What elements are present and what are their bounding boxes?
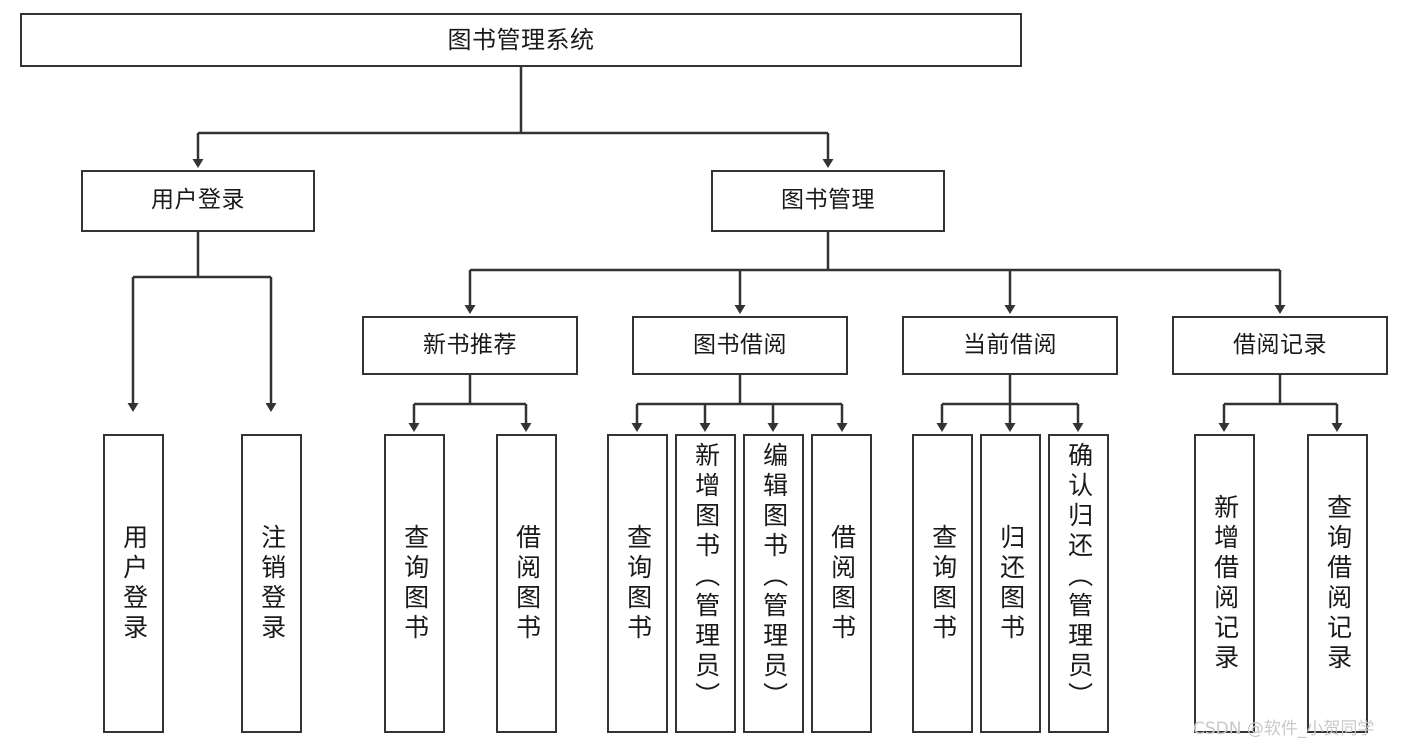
leaf-bb-add-book-admin[interactable]: 新增图书（管理员） bbox=[675, 434, 736, 733]
node-label: 查询图书 bbox=[623, 523, 653, 644]
leaf-cb-confirm-return-admin[interactable]: 确认归还（管理员） bbox=[1048, 434, 1109, 733]
node-label: 新增图书（管理员） bbox=[691, 442, 721, 712]
node-label: 图书借阅 bbox=[693, 331, 787, 358]
node-current-borrowing[interactable]: 当前借阅 bbox=[902, 316, 1118, 375]
node-label: 用户登录 bbox=[151, 187, 245, 214]
leaf-logout[interactable]: 注销登录 bbox=[241, 434, 302, 733]
leaf-nb-borrow-book[interactable]: 借阅图书 bbox=[496, 434, 557, 733]
leaf-bb-edit-book-admin[interactable]: 编辑图书（管理员） bbox=[743, 434, 804, 733]
node-label: 编辑图书（管理员） bbox=[759, 442, 789, 712]
leaf-nb-query-book[interactable]: 查询图书 bbox=[384, 434, 445, 733]
node-label: 确认归还（管理员） bbox=[1064, 442, 1094, 712]
node-label: 图书管理 bbox=[781, 187, 875, 214]
node-label: 新书推荐 bbox=[423, 331, 517, 358]
leaf-bb-query-book[interactable]: 查询图书 bbox=[607, 434, 668, 733]
node-label: 注销登录 bbox=[257, 523, 287, 644]
leaf-br-add-record[interactable]: 新增借阅记录 bbox=[1194, 434, 1255, 733]
leaf-bb-borrow-book[interactable]: 借阅图书 bbox=[811, 434, 872, 733]
node-new-book-recommendation[interactable]: 新书推荐 bbox=[362, 316, 578, 375]
node-label: 当前借阅 bbox=[963, 331, 1057, 358]
node-label: 图书管理系统 bbox=[447, 25, 595, 54]
node-root-book-management-system[interactable]: 图书管理系统 bbox=[20, 13, 1022, 67]
csdn-watermark: CSDN @软件_小贺同学 bbox=[1193, 719, 1375, 739]
node-user-login[interactable]: 用户登录 bbox=[81, 170, 315, 232]
node-book-borrowing[interactable]: 图书借阅 bbox=[632, 316, 848, 375]
leaf-br-query-record[interactable]: 查询借阅记录 bbox=[1307, 434, 1368, 733]
node-borrowing-record[interactable]: 借阅记录 bbox=[1172, 316, 1388, 375]
leaf-cb-query-book[interactable]: 查询图书 bbox=[912, 434, 973, 733]
node-book-management[interactable]: 图书管理 bbox=[711, 170, 945, 232]
node-label: 新增借阅记录 bbox=[1210, 493, 1240, 674]
node-label: 借阅图书 bbox=[827, 523, 857, 644]
node-label: 归还图书 bbox=[996, 523, 1026, 644]
node-label: 查询图书 bbox=[400, 523, 430, 644]
leaf-cb-return-book[interactable]: 归还图书 bbox=[980, 434, 1041, 733]
leaf-user-login[interactable]: 用户登录 bbox=[103, 434, 164, 733]
node-label: 借阅图书 bbox=[512, 523, 542, 644]
node-label: 查询借阅记录 bbox=[1323, 493, 1353, 674]
node-label: 查询图书 bbox=[928, 523, 958, 644]
node-label: 用户登录 bbox=[119, 523, 149, 644]
node-label: 借阅记录 bbox=[1233, 331, 1327, 358]
